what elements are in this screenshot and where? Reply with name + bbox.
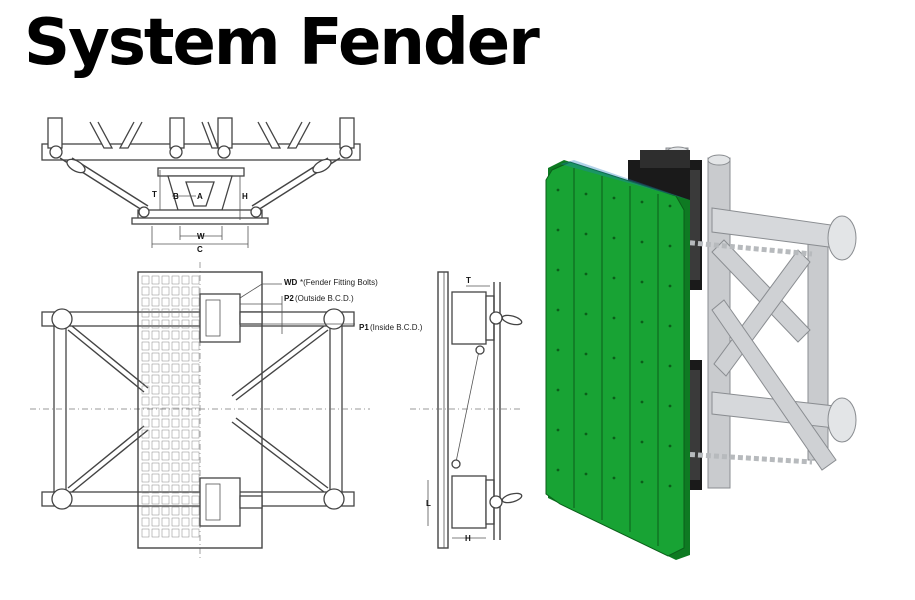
p1-desc-label: (Inside B.C.D.): [370, 323, 423, 332]
dim-w-label: W: [197, 232, 205, 241]
dim-h-label: H: [242, 192, 248, 201]
dim-c-label: C: [197, 245, 203, 254]
dim-t-label: T: [152, 190, 157, 199]
dim-b-label: B: [173, 192, 179, 201]
wd-label: WD: [284, 278, 298, 287]
panel-hole-grid: [141, 275, 200, 538]
side-dim-l-label: L: [426, 499, 431, 508]
p2-desc-label: (Outside B.C.D.): [295, 294, 354, 303]
side-dim-t-label: T: [466, 276, 471, 285]
side-dim-h-label: H: [465, 534, 471, 543]
fender-3d-render: [545, 146, 857, 560]
dim-a-label: A: [197, 192, 203, 201]
p1-label: P1: [359, 323, 369, 332]
p2-label: P2: [284, 294, 294, 303]
page-title: System Fender: [24, 6, 540, 80]
wd-desc-label: *(Fender Fitting Bolts): [300, 278, 378, 287]
side-view-drawing: [410, 271, 523, 549]
plan-view-drawing: [30, 262, 370, 560]
front-view-drawing: [41, 117, 361, 248]
panel-seams: [556, 168, 672, 546]
